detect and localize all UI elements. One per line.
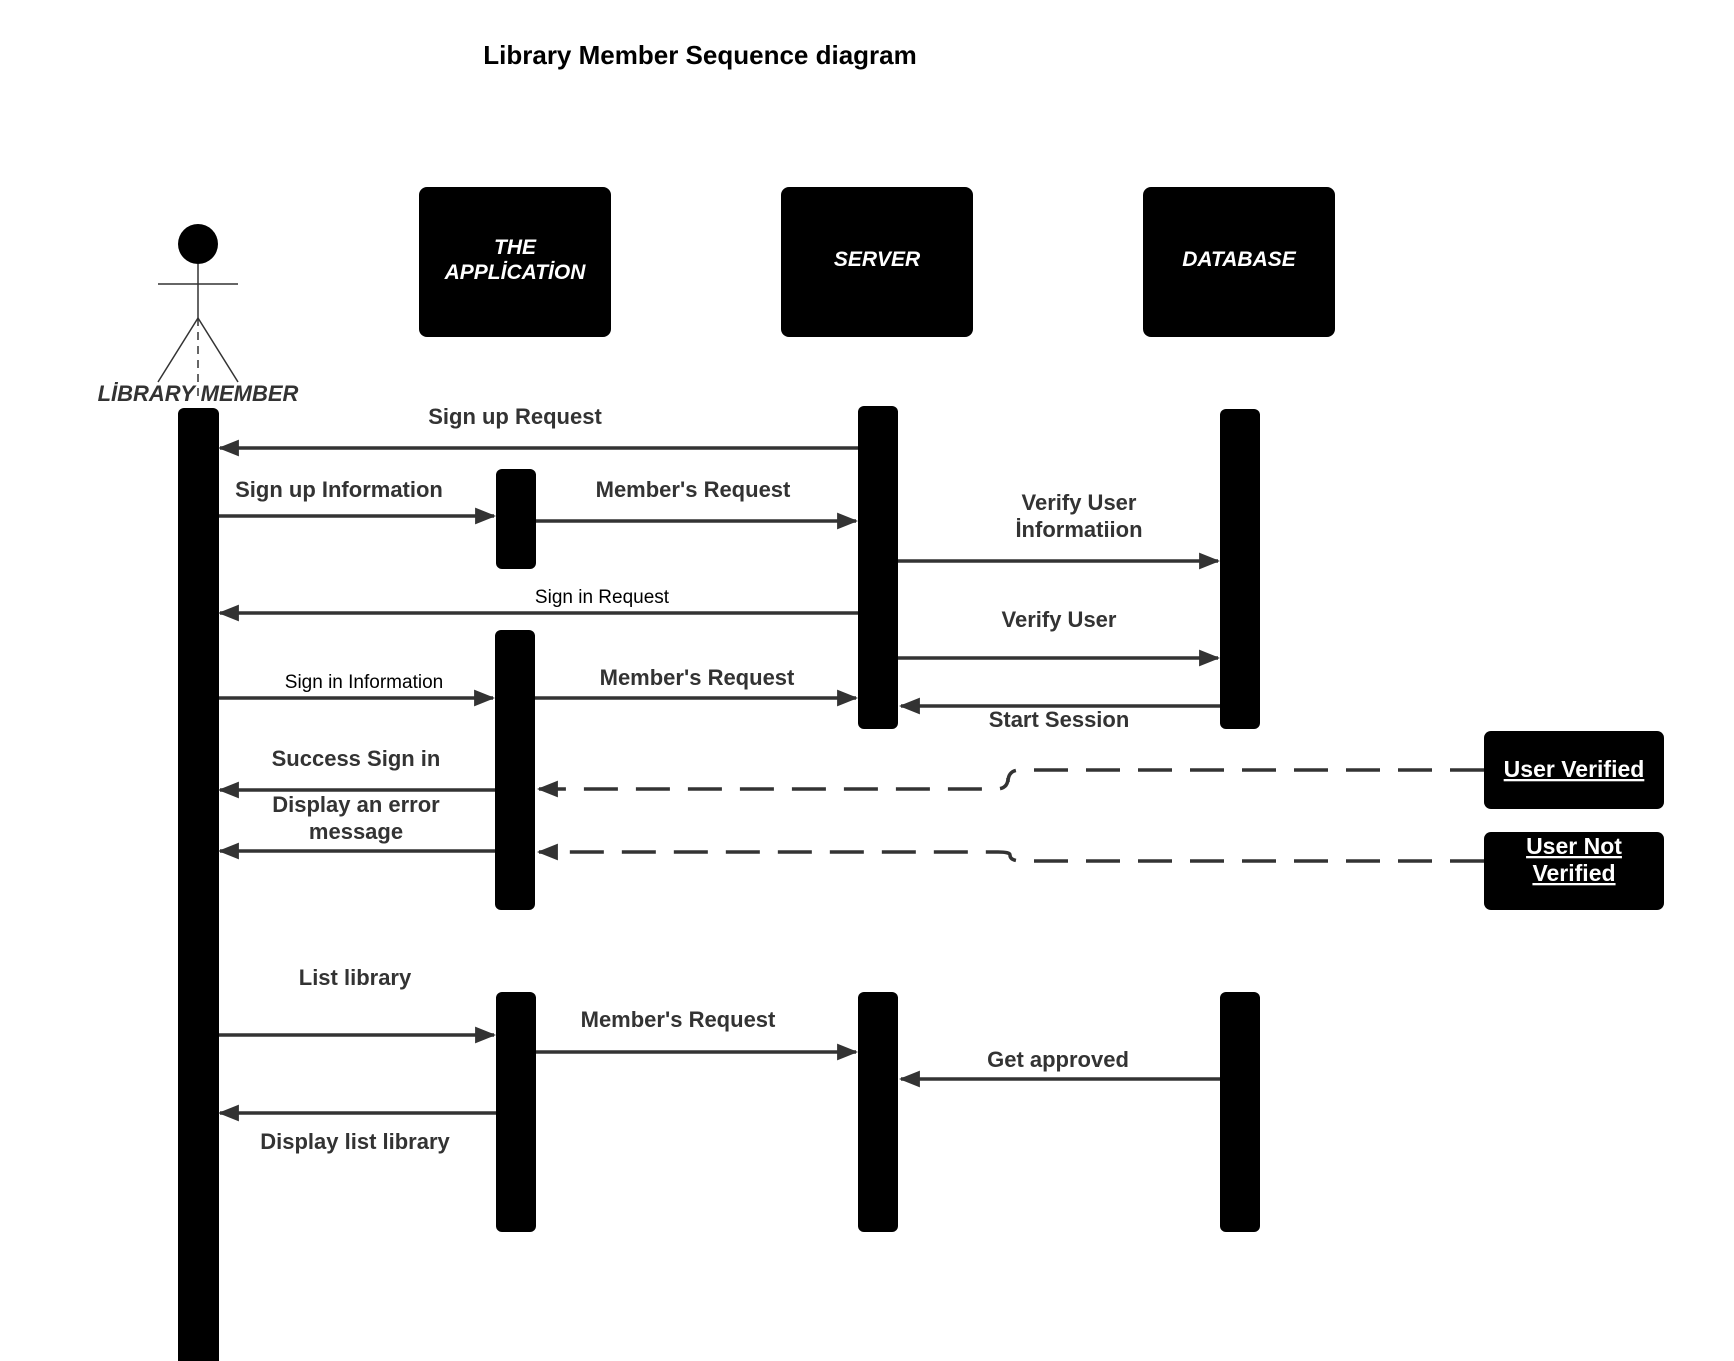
participant-database: DATABASE xyxy=(1143,187,1335,337)
note-user-verified-label: User Verified xyxy=(1504,756,1645,782)
actor-label: LİBRARY MEMBER xyxy=(98,381,299,406)
message-label-members-request-1: Member's Request xyxy=(596,477,791,502)
note-user-not-verified-line-2: Verified xyxy=(1532,860,1615,886)
message-label-members-request-3: Member's Request xyxy=(581,1007,776,1032)
message-label-members-request-2: Member's Request xyxy=(600,665,795,690)
message-label-verify-user-information-1: Verify User xyxy=(1022,490,1137,515)
activation-actor xyxy=(178,408,219,1361)
diagram-title: Library Member Sequence diagram xyxy=(483,40,916,70)
actor-figure xyxy=(157,224,239,400)
dashed-arrow-user-not-verified xyxy=(536,843,1484,863)
note-user-not-verified: User Not Verified xyxy=(1484,832,1664,910)
message-label-start-session: Start Session xyxy=(989,707,1130,732)
message-label-sign-up-information: Sign up Information xyxy=(235,477,443,502)
message-label-list-library: List library xyxy=(299,965,412,990)
actor-head xyxy=(178,224,218,264)
message-label-verify-user: Verify User xyxy=(1002,607,1117,632)
participant-app-line-1: THE xyxy=(494,236,537,259)
activation-app-3 xyxy=(496,992,536,1232)
activation-database-2 xyxy=(1220,992,1260,1232)
participant-server-label: SERVER xyxy=(834,248,921,271)
activation-database-1 xyxy=(1220,409,1260,729)
message-label-sign-in-information: Sign in Information xyxy=(285,672,443,693)
message-label-get-approved: Get approved xyxy=(987,1047,1129,1072)
message-label-display-list-library: Display list library xyxy=(260,1129,450,1154)
participant-database-label: DATABASE xyxy=(1182,248,1297,271)
message-label-sign-up-request: Sign up Request xyxy=(428,404,602,429)
dashed-arrow-user-verified xyxy=(536,768,1484,798)
actor-right-leg xyxy=(197,317,239,383)
message-label-bg-sign-in-request xyxy=(527,583,673,609)
message-label-verify-user-information-2: İnformatiion xyxy=(1015,517,1142,542)
message-label-success-sign-in: Success Sign in xyxy=(272,746,441,771)
message-label-display-error-2: message xyxy=(309,819,403,844)
activation-app-2 xyxy=(495,630,535,910)
message-label-sign-in-request: Sign in Request xyxy=(535,587,670,608)
participant-app: THE APPLİCATİON xyxy=(419,187,611,337)
activation-server-1 xyxy=(858,406,898,729)
activation-server-2 xyxy=(858,992,898,1232)
note-user-verified: User Verified xyxy=(1484,731,1664,809)
participant-server: SERVER xyxy=(781,187,973,337)
participant-app-line-2: APPLİCATİON xyxy=(444,261,587,284)
activation-app-1 xyxy=(496,469,536,569)
message-label-display-error-1: Display an error xyxy=(272,792,440,817)
actor-left-leg xyxy=(157,317,199,383)
note-user-not-verified-line-1: User Not xyxy=(1526,833,1622,859)
